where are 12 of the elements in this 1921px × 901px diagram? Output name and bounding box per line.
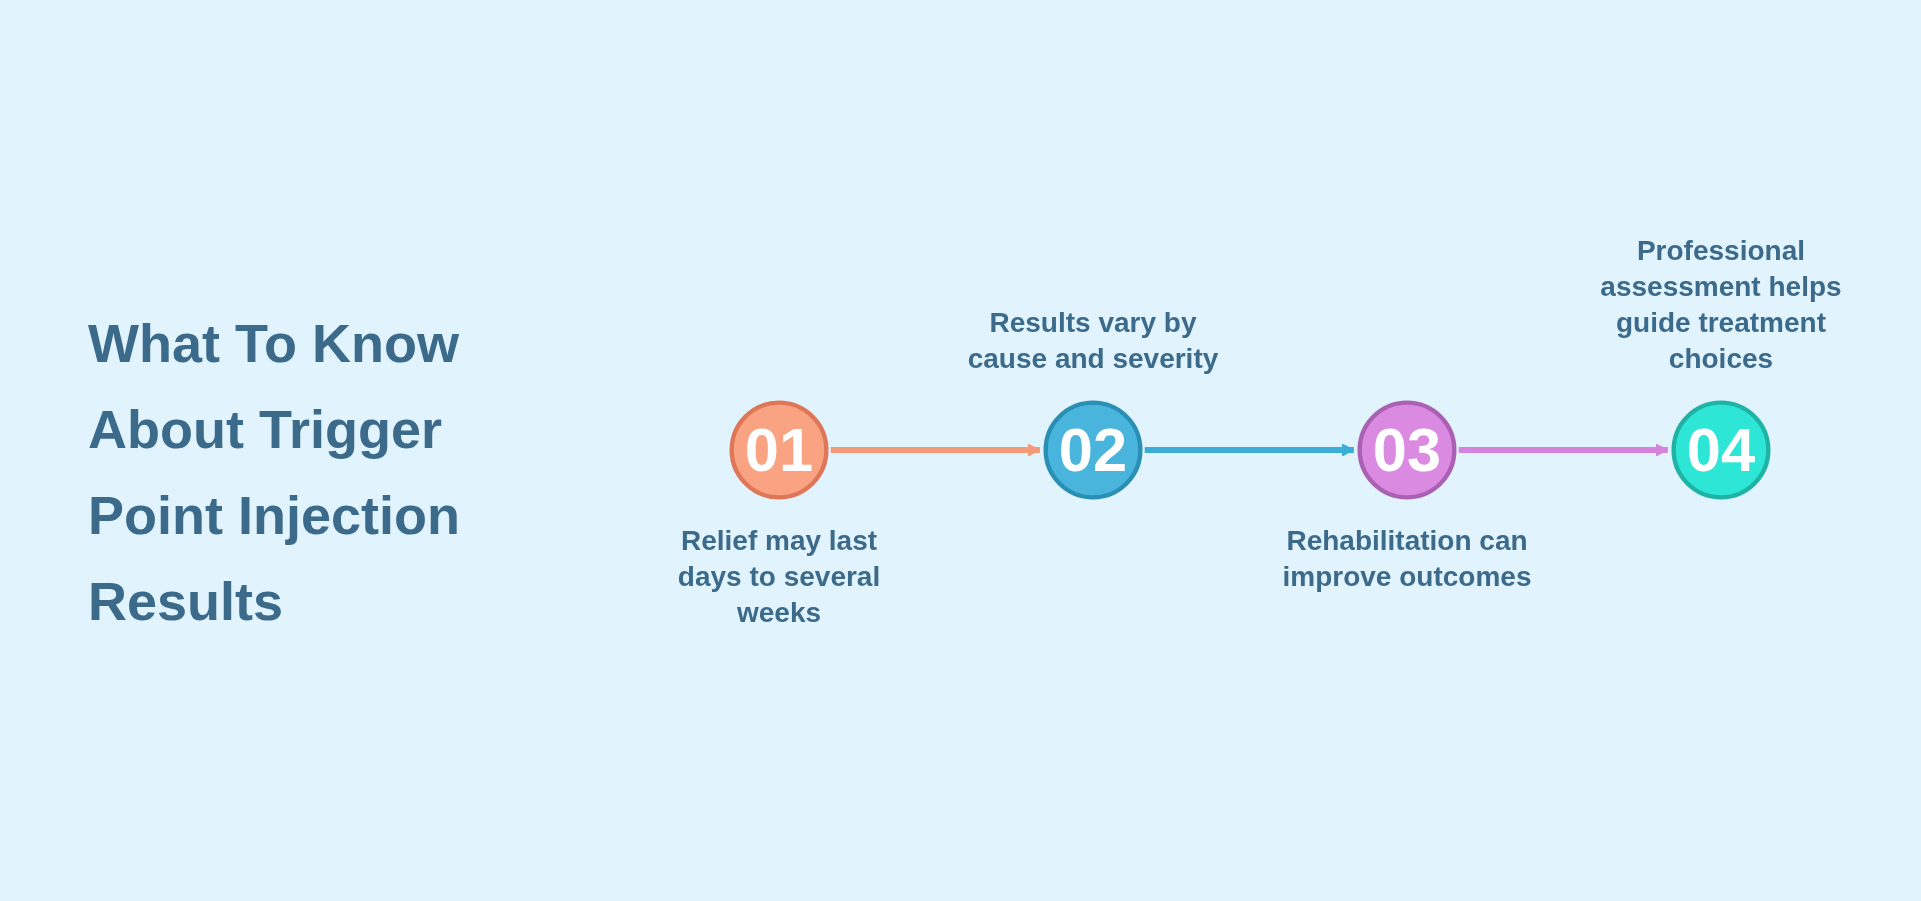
step-disc: 04 [1671, 400, 1771, 500]
step-disc: 03 [1357, 400, 1457, 500]
step-description: Results vary by cause and severity [966, 305, 1220, 376]
step-description: Professional assessment helps guide treatment choices [1599, 233, 1843, 376]
step-disc: 02 [1043, 400, 1143, 500]
title: What To Know About Trigger Point Injection Results [88, 312, 461, 633]
arrow [1458, 443, 1669, 457]
step-disc: 01 [729, 400, 829, 500]
arrow [1144, 443, 1355, 457]
arrow [830, 443, 1041, 457]
step-description: Rehabilitation can improve outcomes [1281, 524, 1533, 595]
step-description: Relief may last days to several weeks [676, 524, 882, 631]
